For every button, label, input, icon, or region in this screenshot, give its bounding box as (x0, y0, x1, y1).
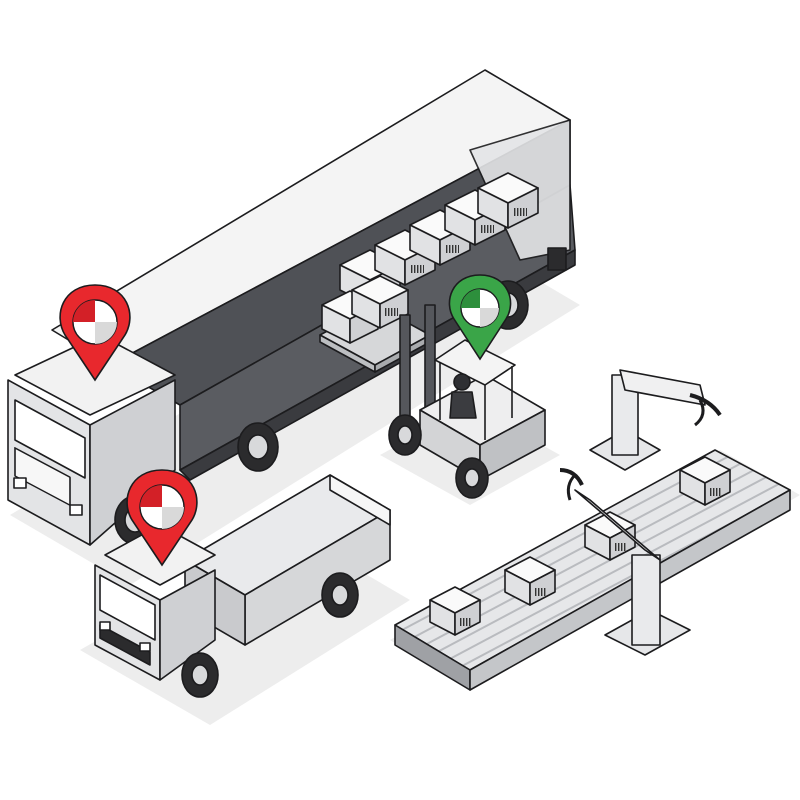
barcode-icon (614, 543, 627, 551)
location-pin-icon (59, 284, 131, 382)
robot-arm-front (559, 468, 691, 656)
conveyor-box (504, 556, 556, 606)
forklift-mast (399, 314, 411, 426)
flatbed-windshield (99, 574, 156, 641)
flatbed-wheel (181, 652, 219, 698)
semi-windshield (14, 399, 86, 479)
forklift-driver (449, 373, 477, 419)
conveyor-box (679, 456, 731, 506)
forklift-wheel (388, 414, 422, 456)
trailer-wheel (237, 422, 279, 472)
forklift-wheel (455, 457, 489, 499)
flatbed-truck (94, 474, 391, 698)
conveyor-box (429, 586, 481, 636)
barcode-icon (459, 618, 472, 626)
semi-cab-side (89, 379, 176, 546)
flatbed-headlight (99, 621, 151, 652)
semi-headlight (13, 477, 83, 516)
barcode-icon (709, 488, 722, 496)
location-pin-icon (448, 274, 512, 361)
conveyor-belt (394, 449, 791, 691)
barcode-icon (534, 588, 547, 596)
robot-arm-back (589, 369, 722, 471)
flatbed-grille (99, 624, 151, 666)
flatbed-wheel (321, 572, 359, 618)
forklift (319, 275, 546, 499)
location-pin-icon (126, 469, 198, 567)
